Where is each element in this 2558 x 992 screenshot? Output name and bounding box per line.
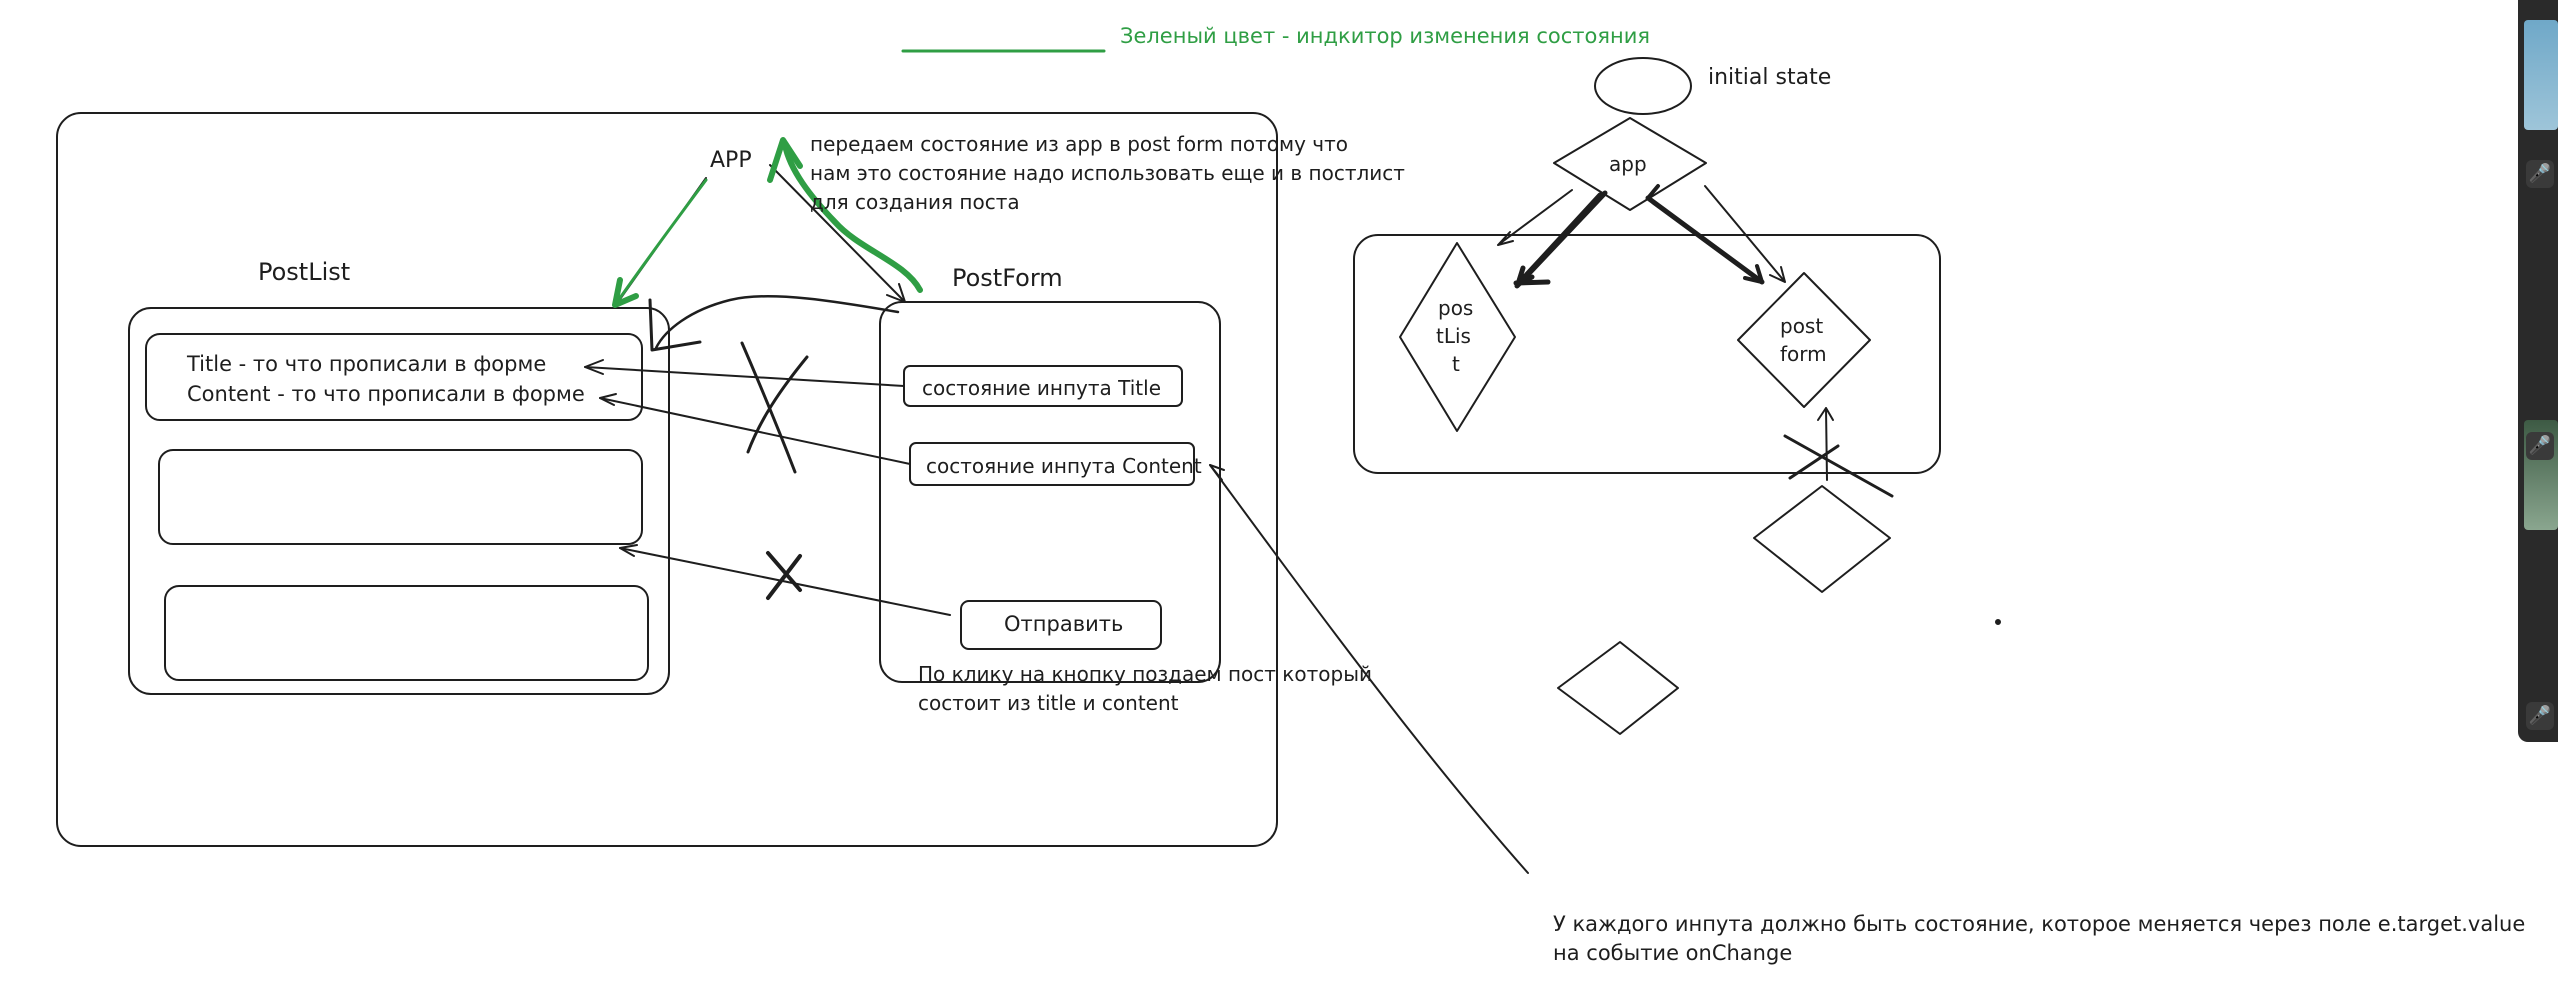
mic-off-icon[interactable]: 🎤 bbox=[2526, 160, 2554, 188]
tree-left-line-1: pos bbox=[1438, 296, 1474, 320]
participants-panel[interactable]: 🎤 🎤 🎤 bbox=[2518, 0, 2558, 742]
tree-right-line-1: post bbox=[1780, 314, 1824, 338]
postlist-container bbox=[128, 307, 670, 695]
tree-left-line-3: t bbox=[1452, 352, 1460, 376]
new-node-2 bbox=[1557, 641, 1679, 735]
postform-title: PostForm bbox=[952, 264, 1063, 292]
postform-container bbox=[879, 301, 1221, 683]
title-input-label[interactable]: состояние инпута Title bbox=[922, 376, 1161, 400]
green-arrow-to-postlist bbox=[613, 178, 708, 307]
note-click-line-1: По клику на кнопку поздаем пост который bbox=[918, 662, 1372, 686]
postform-node bbox=[1737, 272, 1871, 408]
initial-state-node bbox=[1594, 57, 1692, 115]
arrow-title-to-list bbox=[584, 366, 905, 387]
post-card-2 bbox=[158, 449, 643, 545]
tree-right-line-2: form bbox=[1780, 342, 1827, 366]
submit-button-box bbox=[960, 600, 1162, 650]
note-bottom-line-1: У каждого инпута должно быть состояние, … bbox=[1553, 912, 2526, 936]
post-card-content-text: Content - то что прописали в форме bbox=[187, 382, 585, 406]
mic-off-icon-2[interactable]: 🎤 bbox=[2526, 432, 2554, 460]
app-label: APP bbox=[710, 148, 752, 173]
legend-text: Зеленый цвет - индкитор изменения состоя… bbox=[1120, 24, 1651, 48]
green-arrow-to-app bbox=[782, 142, 923, 293]
submit-button-label[interactable]: Отправить bbox=[1004, 612, 1124, 636]
app-node bbox=[1553, 117, 1707, 211]
mic-off-icon-3[interactable]: 🎤 bbox=[2526, 702, 2554, 730]
note-app-line-1: передаем состояние из app в post form по… bbox=[810, 132, 1348, 156]
postlist-title: PostList bbox=[258, 258, 351, 286]
note-bottom-line-2: на событие onChange bbox=[1553, 941, 1793, 965]
children-container bbox=[1353, 234, 1941, 474]
post-card-1 bbox=[145, 333, 643, 421]
arrow-content-to-note bbox=[1209, 464, 1529, 874]
new-node-1 bbox=[1753, 485, 1891, 593]
arrow-content-to-list bbox=[599, 397, 911, 465]
tree-left-line-2: tLis bbox=[1436, 324, 1471, 348]
note-app-line-2: нам это состояние надо использовать еще … bbox=[810, 161, 1405, 185]
arrow-submit-to-list bbox=[619, 547, 951, 616]
post-card-3 bbox=[164, 585, 649, 681]
arrow-app-to-postform bbox=[769, 164, 906, 303]
participant-video-tile[interactable] bbox=[2524, 20, 2558, 130]
postlist-node bbox=[1399, 242, 1516, 432]
content-input-label[interactable]: состояние инпута Content bbox=[926, 454, 1202, 478]
initial-state-label: initial state bbox=[1708, 65, 1832, 90]
post-card-title-text: Title - то что прописали в форме bbox=[187, 352, 547, 376]
note-app-line-3: для создания поста bbox=[810, 190, 1020, 214]
tree-root-label: app bbox=[1609, 152, 1647, 176]
outer-frame bbox=[56, 112, 1278, 847]
note-click-line-2: состоит из title и content bbox=[918, 691, 1179, 715]
